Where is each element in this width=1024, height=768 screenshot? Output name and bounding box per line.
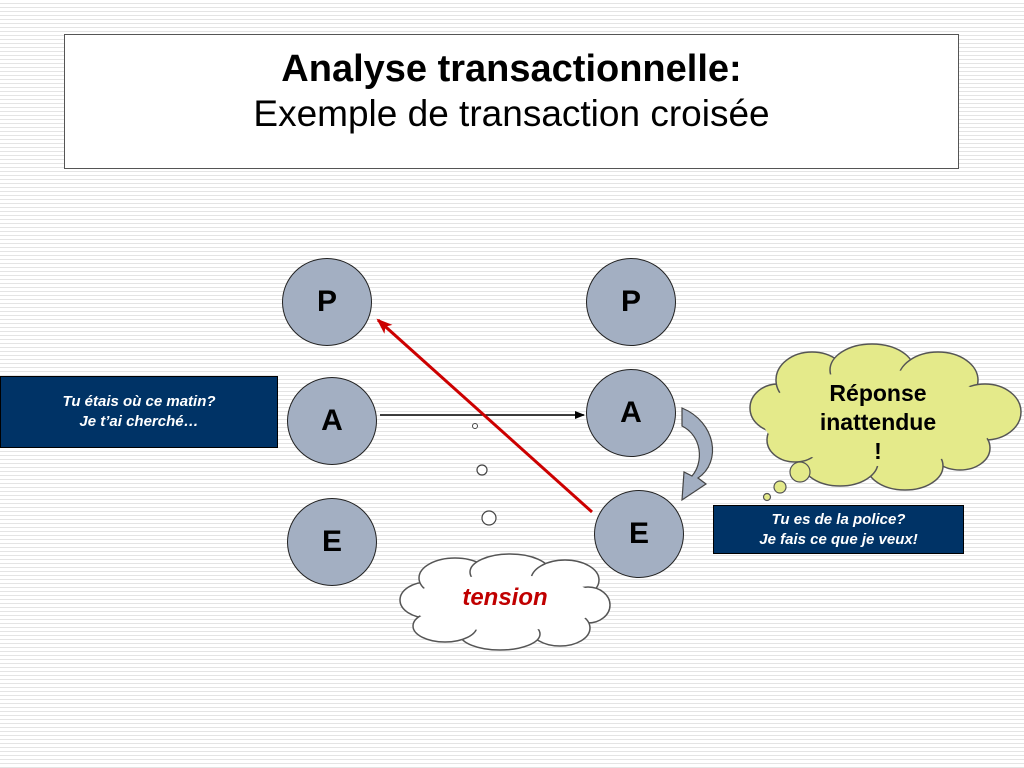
right-message-line1: Tu es de la police? (771, 510, 906, 528)
bubble-large (481, 510, 497, 526)
page-subtitle: Exemple de transaction croisée (253, 93, 770, 134)
thought-bubble-1 (789, 461, 811, 483)
thought-line3: ! (874, 437, 882, 464)
right-child-circle: E (594, 490, 684, 578)
bubble-medium (476, 464, 488, 476)
thought-line2: inattendue (819, 408, 937, 435)
thought-line1: Réponse (829, 379, 927, 406)
left-parent-circle: P (282, 258, 372, 346)
right-message-line2: Je fais ce que je veux! (759, 530, 918, 548)
page-title: Analyse transactionnelle: (281, 48, 742, 90)
left-message-line2: Je t’ai cherché… (79, 413, 199, 430)
crossed-response-arrow (376, 318, 594, 514)
left-message-box: Tu étais où ce matin? Je t’ai cherché… (0, 376, 278, 448)
right-message-box: Tu es de la police? Je fais ce que je ve… (713, 505, 964, 554)
bubble-small (472, 423, 478, 429)
thought-bubble-3 (762, 492, 772, 502)
thought-cloud-text: Réponse inattendue ! (790, 376, 966, 468)
left-message-line1: Tu étais où ce matin? (62, 393, 216, 410)
thought-bubble-2 (773, 480, 787, 494)
left-child-circle: E (287, 498, 377, 586)
right-adult-circle: A (586, 369, 676, 457)
tension-label: tension (462, 584, 548, 611)
right-parent-circle: P (586, 258, 676, 346)
title-box: Analyse transactionnelle: Exemple de tra… (64, 34, 959, 169)
curved-arrow (681, 407, 713, 502)
left-adult-circle: A (287, 377, 377, 465)
